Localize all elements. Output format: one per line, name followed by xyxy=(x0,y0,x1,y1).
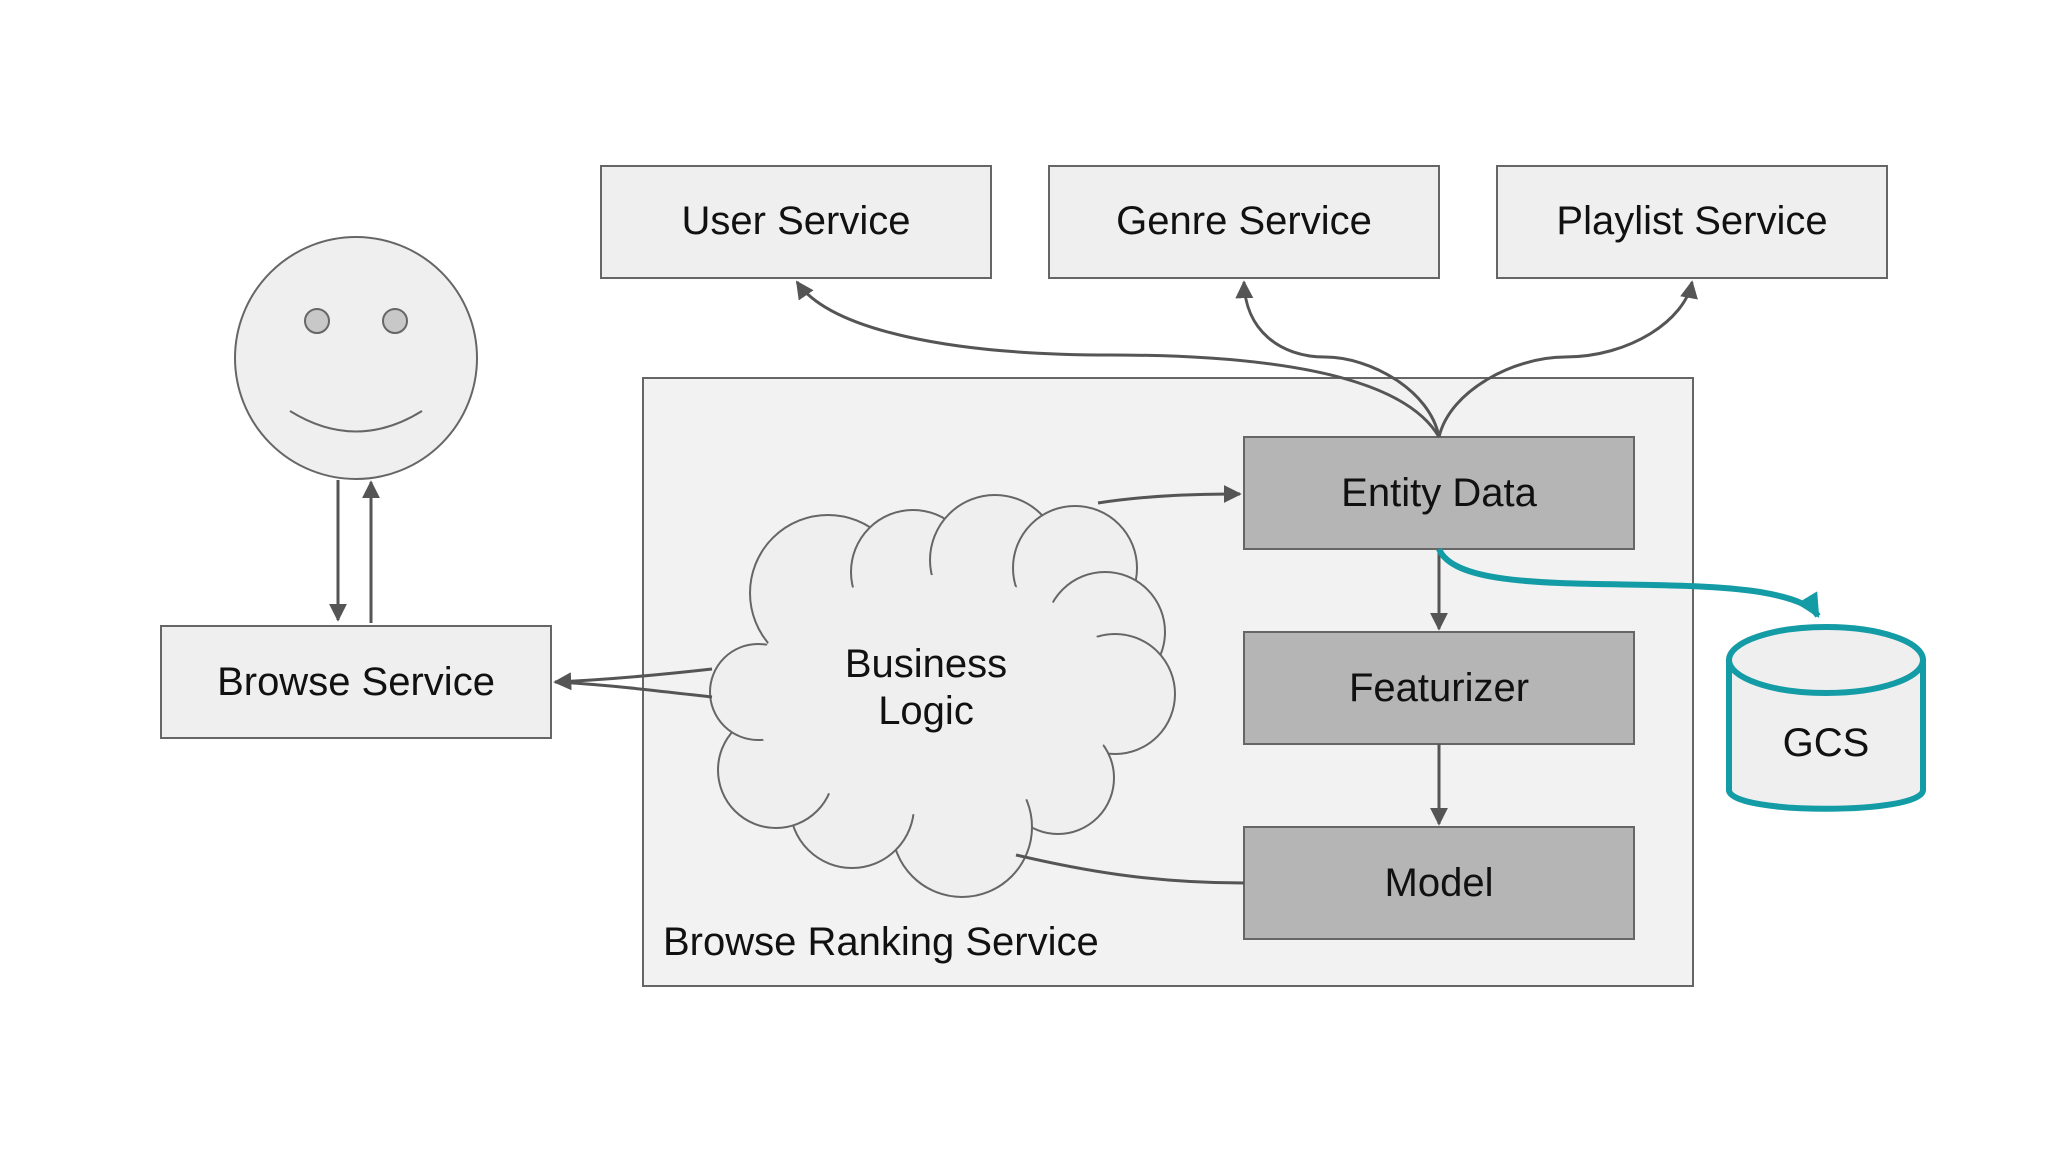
featurizer-label: Featurizer xyxy=(1349,666,1529,710)
entity-to-user-service-arrow xyxy=(795,280,1441,438)
gcs-label: GCS xyxy=(1783,721,1870,765)
model-label: Model xyxy=(1385,861,1494,905)
business-logic-label-line2: Logic xyxy=(878,689,974,733)
model-to-business-logic-line xyxy=(1015,853,1245,885)
genre-service-label: Genre Service xyxy=(1116,199,1372,243)
user-service-box: User Service xyxy=(600,165,992,279)
user-service-label: User Service xyxy=(682,199,911,243)
business-logic-to-browse-service-arrow-lower xyxy=(554,680,713,699)
smile-mouth-icon xyxy=(289,410,423,433)
gcs-storage-cylinder: GCS xyxy=(1726,624,1926,812)
playlist-service-box: Playlist Service xyxy=(1496,165,1888,279)
entity-data-label: Entity Data xyxy=(1341,471,1537,515)
business-logic-label-line1: Business xyxy=(845,642,1007,686)
business-logic-to-entity-data-arrow xyxy=(1097,485,1242,505)
business-logic-to-browse-service-arrow-upper xyxy=(553,667,713,691)
entity-data-box: Entity Data xyxy=(1243,436,1635,550)
entity-data-to-gcs-arrow xyxy=(1436,547,1821,619)
browse-service-label: Browse Service xyxy=(217,660,495,704)
left-eye-icon xyxy=(304,308,330,334)
model-box: Model xyxy=(1243,826,1635,940)
playlist-service-label: Playlist Service xyxy=(1556,199,1827,243)
business-logic-cloud: Business Logic xyxy=(709,494,1176,898)
featurizer-box: Featurizer xyxy=(1243,631,1635,745)
right-eye-icon xyxy=(382,308,408,334)
genre-service-box: Genre Service xyxy=(1048,165,1440,279)
smiley-user-icon xyxy=(234,236,478,480)
browse-ranking-service-label: Browse Ranking Service xyxy=(663,920,1099,964)
entity-to-playlist-service-arrow xyxy=(1437,280,1698,438)
browse-service-box: Browse Service xyxy=(160,625,552,739)
entity-to-genre-service-arrow xyxy=(1235,280,1441,438)
